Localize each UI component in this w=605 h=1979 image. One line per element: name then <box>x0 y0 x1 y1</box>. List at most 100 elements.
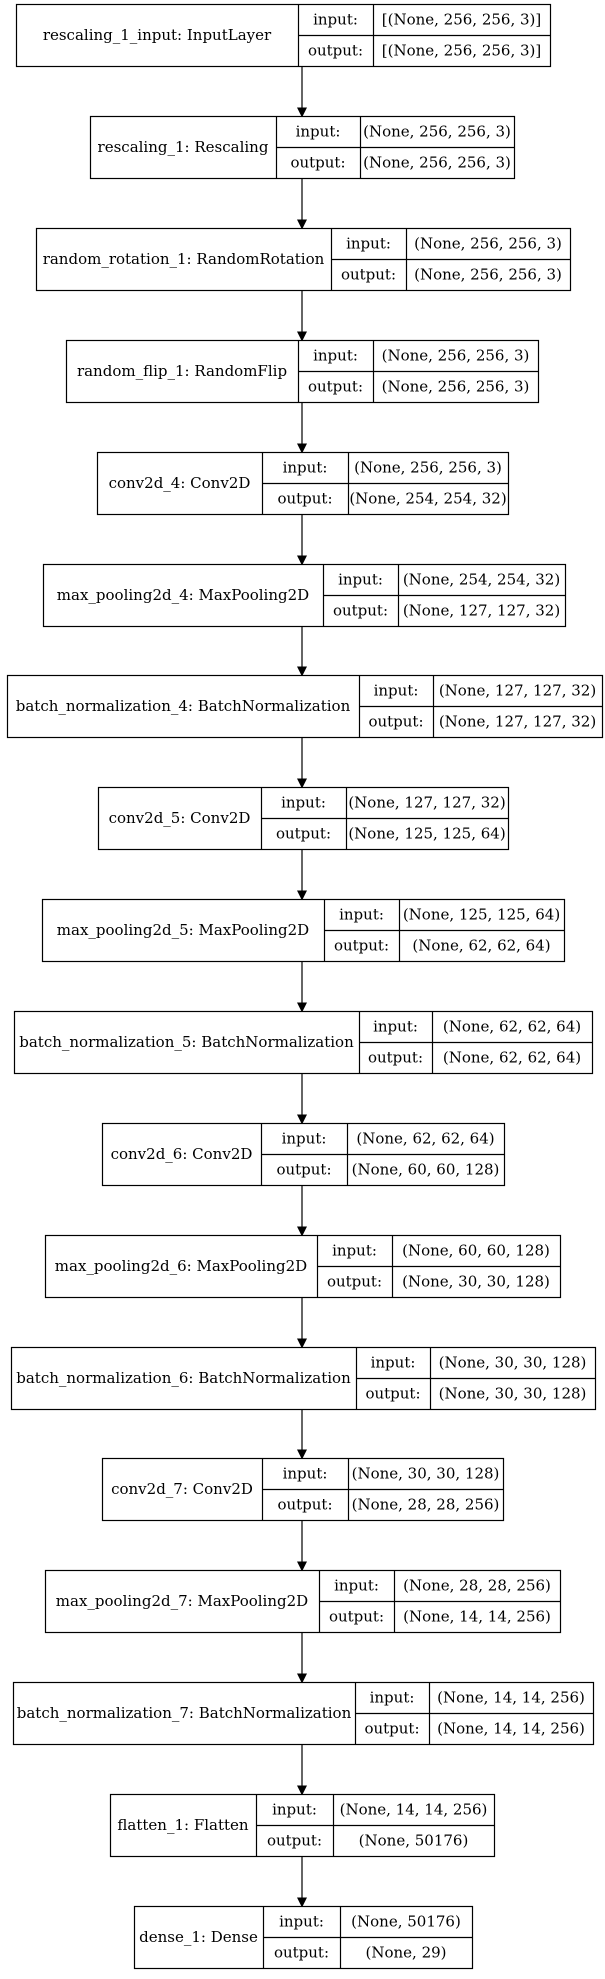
output-label: output: <box>364 1720 419 1738</box>
input-shape: (None, 30, 30, 128) <box>439 1354 587 1372</box>
layer-nodes: rescaling_1_input: InputLayer input: outpu… <box>6 3 604 1970</box>
input-label: input: <box>370 1689 415 1707</box>
layer-node[interactable]: random_rotation_1: RandomRotation input: o… <box>35 227 572 292</box>
layer-name: batch_normalization_4: BatchNormalizatio… <box>16 697 351 715</box>
input-shape: (None, 30, 30, 128) <box>352 1465 500 1483</box>
output-shape: (None, 62, 62, 64) <box>412 937 550 955</box>
output-shape: (None, 29) <box>365 1944 446 1962</box>
input-shape: (None, 62, 62, 64) <box>356 1130 494 1148</box>
output-label: output: <box>308 378 363 396</box>
layer-name: flatten_1: Flatten <box>117 1816 248 1834</box>
output-label: output: <box>277 490 332 508</box>
input-shape: (None, 254, 254, 32) <box>403 571 560 589</box>
output-shape: (None, 125, 125, 64) <box>348 825 505 843</box>
layer-node[interactable]: random_flip_1: RandomFlip input: output: (N… <box>65 339 540 404</box>
output-shape: (None, 28, 28, 256) <box>352 1496 500 1514</box>
layer-node[interactable]: max_pooling2d_6: MaxPooling2D input: outpu… <box>44 1234 562 1299</box>
input-shape: (None, 125, 125, 64) <box>403 906 560 924</box>
layer-node[interactable]: max_pooling2d_5: MaxPooling2Dinput:outpu… <box>41 898 566 963</box>
input-shape: (None, 14, 14, 256) <box>437 1689 585 1707</box>
input-label: input: <box>332 1242 377 1260</box>
layer-name: max_pooling2d_6: MaxPooling2D <box>55 1257 307 1275</box>
input-label: input: <box>313 347 358 365</box>
layer-name: rescaling_1: Rescaling <box>98 138 269 156</box>
input-label: input: <box>272 1801 317 1819</box>
input-shape: (None, 60, 60, 128) <box>402 1242 550 1260</box>
output-label: output: <box>308 42 363 60</box>
output-label: output: <box>290 154 345 172</box>
input-label: input: <box>371 1354 416 1372</box>
input-shape: (None, 62, 62, 64) <box>443 1018 581 1036</box>
output-label: output: <box>341 266 396 284</box>
input-shape: (None, 28, 28, 256) <box>403 1577 551 1595</box>
output-shape: [(None, 256, 256, 3)] <box>382 42 542 60</box>
layer-name: max_pooling2d_5: MaxPooling2D <box>57 921 309 939</box>
layer-node[interactable]: max_pooling2d_4: MaxPooling2D input: outpu… <box>42 563 567 628</box>
input-label: input: <box>279 1913 324 1931</box>
input-label: input: <box>346 235 391 253</box>
input-label: input: <box>283 459 328 477</box>
layer-node[interactable]: conv2d_6: Conv2D input: output: (None, 62, … <box>101 1122 506 1187</box>
input-label: input: <box>313 11 358 29</box>
output-shape: (None, 30, 30, 128) <box>439 1385 587 1403</box>
input-label: input: <box>373 1018 418 1036</box>
output-shape: (None, 30, 30, 128) <box>402 1273 550 1291</box>
output-label: output: <box>329 1608 384 1626</box>
output-label: output: <box>327 1273 382 1291</box>
output-label: output: <box>277 1496 332 1514</box>
output-shape: (None, 14, 14, 256) <box>403 1608 551 1626</box>
layer-node[interactable]: max_pooling2d_7: MaxPooling2D input: outpu… <box>44 1569 562 1634</box>
output-shape: (None, 127, 127, 32) <box>403 602 560 620</box>
input-shape: (None, 127, 127, 32) <box>439 682 596 700</box>
layer-name: rescaling_1_input: InputLayer <box>43 26 272 44</box>
layer-name: conv2d_6: Conv2D <box>111 1145 253 1163</box>
layer-node[interactable]: batch_normalization_5: BatchNormalizatio… <box>13 1010 594 1075</box>
output-label: output: <box>276 1161 331 1179</box>
input-shape: (None, 256, 256, 3) <box>382 347 530 365</box>
input-label: input: <box>296 123 341 141</box>
output-label: output: <box>365 1385 420 1403</box>
layer-name: max_pooling2d_4: MaxPooling2D <box>57 586 309 604</box>
input-label: input: <box>339 906 384 924</box>
layer-name: conv2d_4: Conv2D <box>109 474 251 492</box>
layer-name: batch_normalization_7: BatchNormalizatio… <box>17 1704 352 1722</box>
output-shape: (None, 62, 62, 64) <box>443 1049 581 1067</box>
layer-node[interactable]: rescaling_1: Rescaling input: output: (None… <box>89 115 516 180</box>
input-label: input: <box>282 1130 327 1148</box>
layer-name: dense_1: Dense <box>139 1928 258 1946</box>
output-label: output: <box>276 825 331 843</box>
output-shape: (None, 50176) <box>359 1832 469 1850</box>
input-shape: (None, 127, 127, 32) <box>348 794 505 812</box>
output-label: output: <box>368 1049 423 1067</box>
output-shape: (None, 60, 60, 128) <box>352 1161 500 1179</box>
layer-node[interactable]: batch_normalization_6: BatchNormalizatio… <box>10 1346 597 1411</box>
layer-node[interactable]: batch_normalization_4: BatchNormalizatio… <box>6 674 604 739</box>
layer-name: random_rotation_1: RandomRotation <box>43 250 325 268</box>
layer-node[interactable]: batch_normalization_7: BatchNormalizatio… <box>12 1681 595 1746</box>
input-label: input: <box>338 571 383 589</box>
output-shape: (None, 254, 254, 32) <box>349 490 506 508</box>
output-label: output: <box>368 713 423 731</box>
layer-name: conv2d_7: Conv2D <box>111 1480 253 1498</box>
layer-name: batch_normalization_5: BatchNormalizatio… <box>19 1033 354 1051</box>
output-shape: (None, 256, 256, 3) <box>363 154 511 172</box>
input-label: input: <box>334 1577 379 1595</box>
layer-node[interactable]: rescaling_1_input: InputLayer input: outpu… <box>15 3 552 68</box>
output-label: output: <box>333 602 388 620</box>
layer-name: max_pooling2d_7: MaxPooling2D <box>56 1592 308 1610</box>
input-label: input: <box>283 1465 328 1483</box>
input-shape: (None, 256, 256, 3) <box>414 235 562 253</box>
input-label: input: <box>374 682 419 700</box>
output-shape: (None, 127, 127, 32) <box>439 713 596 731</box>
output-label: output: <box>274 1944 329 1962</box>
layer-name: random_flip_1: RandomFlip <box>77 362 287 380</box>
output-shape: (None, 14, 14, 256) <box>437 1720 585 1738</box>
layer-name: batch_normalization_6: BatchNormalizatio… <box>16 1369 351 1387</box>
input-shape: (None, 256, 256, 3) <box>363 123 511 141</box>
layer-node[interactable]: conv2d_7: Conv2D input: output: (None, 30, … <box>101 1457 505 1522</box>
input-shape: (None, 14, 14, 256) <box>340 1801 488 1819</box>
